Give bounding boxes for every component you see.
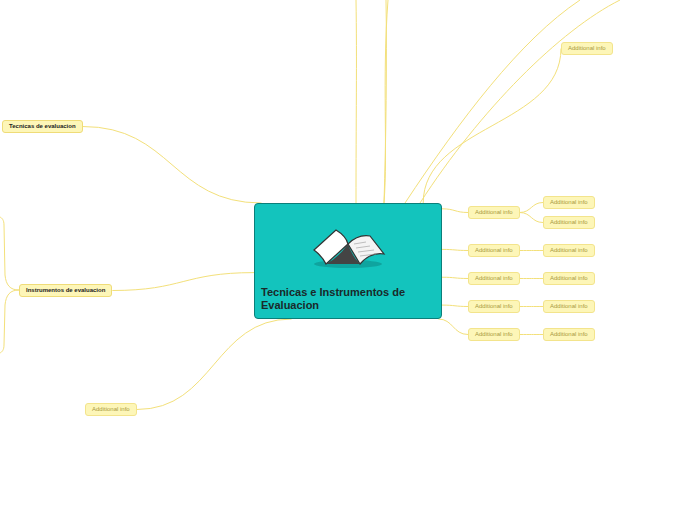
- node-label: Additional info: [475, 275, 513, 282]
- node-label: Additional info: [475, 247, 513, 254]
- info-node: Additional info: [543, 272, 595, 285]
- branch-connector: [520, 334, 543, 335]
- info-node: Additional info: [543, 216, 595, 229]
- branch-connector: [423, 49, 561, 204]
- branch-connector: [442, 277, 468, 278]
- branch-connector: [137, 319, 292, 410]
- info-node: Additional info: [85, 403, 137, 416]
- node-label: Additional info: [550, 219, 588, 226]
- branch-connector: [442, 305, 468, 306]
- branch-line: [384, 0, 388, 203]
- topic-title: Tecnicas e Instrumentos de Evaluacion: [261, 286, 433, 312]
- branch-connector: [520, 250, 543, 251]
- branch-connector: [442, 209, 468, 213]
- node-label: Tecnicas de evaluacion: [9, 123, 76, 130]
- topic-node: Tecnicas de evaluacion: [2, 120, 83, 133]
- info-node: Additional info: [543, 196, 595, 209]
- info-node: Additional info: [468, 206, 520, 219]
- node-label: Additional info: [550, 199, 588, 206]
- branch-connector: [520, 213, 543, 223]
- info-node: Additional info: [468, 328, 520, 341]
- info-node: Additional info: [543, 300, 595, 313]
- branch-line: [405, 0, 580, 203]
- branch-connector: [83, 127, 262, 204]
- node-label: Additional info: [550, 275, 588, 282]
- branch-connector: [520, 306, 543, 307]
- branch-connector: [520, 278, 543, 279]
- node-label: Additional info: [568, 45, 606, 52]
- info-node: Additional info: [468, 244, 520, 257]
- node-label: Additional info: [475, 303, 513, 310]
- branch-line: [420, 0, 620, 203]
- node-label: Additional info: [475, 331, 513, 338]
- branch-connector: [438, 319, 468, 335]
- info-node: Additional info: [468, 272, 520, 285]
- branch-line: [0, 217, 19, 290]
- node-label: Additional info: [475, 209, 513, 216]
- info-node: Additional info: [468, 300, 520, 313]
- branch-line: [0, 290, 19, 353]
- branch-connector: [442, 249, 468, 250]
- branch-connector: [520, 203, 543, 213]
- branch-connector: [112, 273, 254, 291]
- node-label: Additional info: [550, 247, 588, 254]
- branch-line: [356, 0, 357, 203]
- topic-node: Instrumentos de evaluacion: [19, 284, 112, 297]
- node-label: Additional info: [550, 331, 588, 338]
- book-icon: [308, 220, 388, 270]
- info-node: Additional info: [543, 328, 595, 341]
- info-node: Additional info: [561, 42, 613, 55]
- node-label: Additional info: [92, 406, 130, 413]
- info-node: Additional info: [543, 244, 595, 257]
- node-label: Additional info: [550, 303, 588, 310]
- node-label: Instrumentos de evaluacion: [26, 287, 105, 294]
